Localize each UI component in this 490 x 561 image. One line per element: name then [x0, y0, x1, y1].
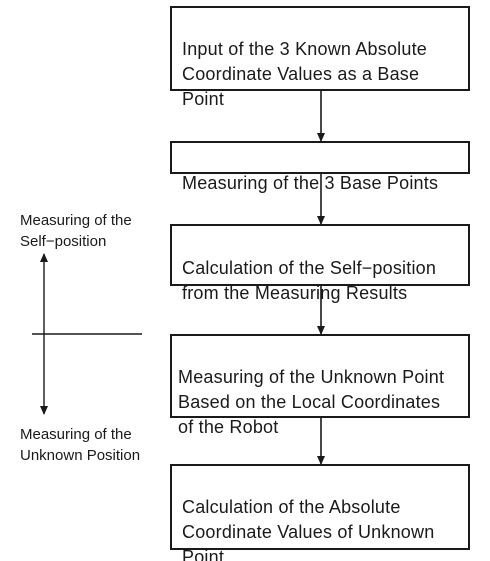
step-2-box: Measuring of the 3 Base Points [170, 141, 470, 193]
step-1-text: Input of the 3 Known Absolute Coordinate… [182, 39, 427, 109]
side-label-unknown-position: Measuring of the Unknown Position [20, 426, 141, 464]
step-5-box: Calculation of the Absolute Coordinate V… [170, 464, 470, 561]
step-2-text: Measuring of the 3 Base Points [182, 173, 439, 193]
step-1-box: Input of the 3 Known Absolute Coordinate… [170, 6, 470, 109]
step-4-box: Measuring of the Unknown Point Based on … [170, 334, 470, 437]
step-5-text: Calculation of the Absolute Coordinate V… [182, 497, 435, 561]
step-3-box: Calculation of the Self−position from th… [170, 224, 470, 303]
side-label-self-position: Measuring of the Self−position [20, 212, 132, 250]
step-3-text: Calculation of the Self−position from th… [182, 258, 437, 303]
step-4-text: Measuring of the Unknown Point Based on … [178, 367, 445, 437]
